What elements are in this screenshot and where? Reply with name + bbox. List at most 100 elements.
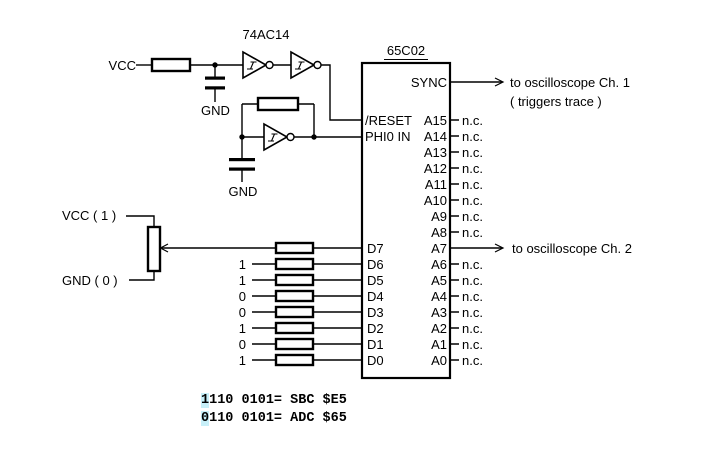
capacitor-plate — [205, 76, 225, 80]
bit-value-d2: 1 — [238, 321, 246, 336]
power-on-reset-circuit — [136, 50, 362, 121]
resistor-d4 — [274, 289, 315, 303]
stub-wires — [450, 119, 459, 361]
nc-label-a10: n.c. — [462, 193, 483, 208]
resistor-d7 — [274, 241, 315, 255]
resistor — [150, 57, 192, 73]
nc-label-a9: n.c. — [462, 209, 483, 224]
cpu-outline — [360, 61, 452, 380]
pin-d2: D2 — [367, 321, 384, 336]
wiper-arrow-icon — [159, 243, 169, 253]
pin-d5: D5 — [367, 273, 384, 288]
schmitt-inverter-icon — [290, 50, 316, 80]
sync-output — [450, 77, 505, 87]
data-bus-resistors — [252, 241, 362, 367]
capacitor-plate — [205, 86, 225, 90]
feedback-resistor — [256, 96, 300, 112]
pin-d0: D0 — [367, 353, 384, 368]
pin-a0: A0 — [431, 353, 447, 368]
nc-label-a1: n.c. — [462, 337, 483, 352]
pin-d6: D6 — [367, 257, 384, 272]
pin-a11: A11 — [424, 177, 447, 192]
pin-a14: A14 — [423, 129, 447, 144]
arrow-right-icon — [494, 243, 505, 253]
d7-level-selector — [126, 215, 276, 281]
equation-text: 110 0101= SBC $E5 — [209, 393, 347, 408]
nc-label-a12: n.c. — [462, 161, 483, 176]
pin-a4: A4 — [431, 289, 447, 304]
scope-ch1-label: to oscilloscope Ch. 1 — [510, 75, 630, 90]
resistor-d3 — [274, 305, 315, 319]
pin-reset: /RESET — [365, 113, 412, 128]
highlighted-bit: 0 — [201, 411, 210, 426]
capacitor-plate — [229, 158, 255, 162]
schmitt-inverter-icon — [263, 122, 289, 152]
clock-oscillator-circuit — [229, 96, 362, 182]
inverter-bubble — [265, 60, 274, 70]
resistor-d5 — [274, 273, 315, 287]
pin-a1: A1 — [431, 337, 447, 352]
arrow-right-icon — [494, 77, 505, 87]
bit-wires — [252, 263, 276, 361]
pin-a5: A5 — [431, 273, 447, 288]
vcc-one-label: VCC ( 1 ) — [62, 208, 117, 223]
potentiometer — [146, 225, 162, 273]
inverter-ic-label: 74AC14 — [242, 27, 290, 42]
pin-a7: A7 — [431, 241, 447, 256]
nc-label-a0: n.c. — [462, 353, 483, 368]
hysteresis-glyph — [268, 133, 278, 142]
nc-label-a15: n.c. — [462, 113, 483, 128]
bit-value-d5: 1 — [238, 273, 246, 288]
nc-label-a13: n.c. — [462, 145, 483, 160]
wire-to-reset — [321, 64, 362, 121]
equation-text: 110 0101= ADC $65 — [209, 411, 347, 426]
pin-d1: D1 — [367, 337, 384, 352]
junction-dot — [239, 134, 245, 140]
scope-ch2-label: to oscilloscope Ch. 2 — [512, 241, 632, 256]
cpu-name: 65C02 — [383, 43, 429, 60]
nc-label-a3: n.c. — [462, 305, 483, 320]
highlighted-bit: 1 — [201, 393, 210, 408]
hysteresis-glyph — [247, 61, 257, 70]
nc-label-a6: n.c. — [462, 257, 483, 272]
hysteresis-glyph — [295, 61, 305, 70]
gnd-label-osc: GND — [228, 184, 258, 199]
a7-output — [450, 243, 505, 253]
nc-label-a14: n.c. — [462, 129, 483, 144]
nc-label-a2: n.c. — [462, 321, 483, 336]
pin-a10: A10 — [423, 193, 447, 208]
equation-adc: 0110 0101= ADC $65 — [201, 411, 347, 426]
pin-d4: D4 — [367, 289, 384, 304]
bit-value-d1: 0 — [238, 337, 246, 352]
inverter-bubble — [286, 132, 295, 142]
scope-ch1-note: ( triggers trace ) — [510, 94, 602, 109]
schmitt-inverter-icon — [242, 50, 268, 80]
pin-phi0-in: PHI0 IN — [365, 129, 411, 144]
resistor-d0 — [274, 353, 315, 367]
pin-d7: D7 — [367, 241, 384, 256]
bit-value-d3: 0 — [238, 305, 246, 320]
nc-label-a8: n.c. — [462, 225, 483, 240]
wire-gnd0 — [129, 271, 155, 281]
nc-label-a11: n.c. — [462, 177, 483, 192]
inverter-bubble — [313, 60, 322, 70]
pin-a12: A12 — [423, 161, 447, 176]
pin-sync: SYNC — [410, 75, 447, 90]
cpu-label: 65C02 — [362, 43, 450, 60]
gnd-label-reset: GND — [201, 103, 230, 118]
pin-a13: A13 — [423, 145, 447, 160]
nc-label-a5: n.c. — [462, 273, 483, 288]
nc-stubs — [450, 119, 459, 361]
pin-a9: A9 — [431, 209, 447, 224]
pin-a3: A3 — [431, 305, 447, 320]
nc-label-a4: n.c. — [462, 289, 483, 304]
pin-d3: D3 — [367, 305, 384, 320]
pin-a6: A6 — [431, 257, 447, 272]
equation-sbc: 1110 0101= SBC $E5 — [201, 393, 347, 408]
vcc-label: VCC — [108, 58, 136, 73]
resistor-d1 — [274, 337, 315, 351]
bit-value-d6: 1 — [238, 257, 246, 272]
pin-a8: A8 — [431, 225, 447, 240]
pin-a15: A15 — [423, 113, 447, 128]
